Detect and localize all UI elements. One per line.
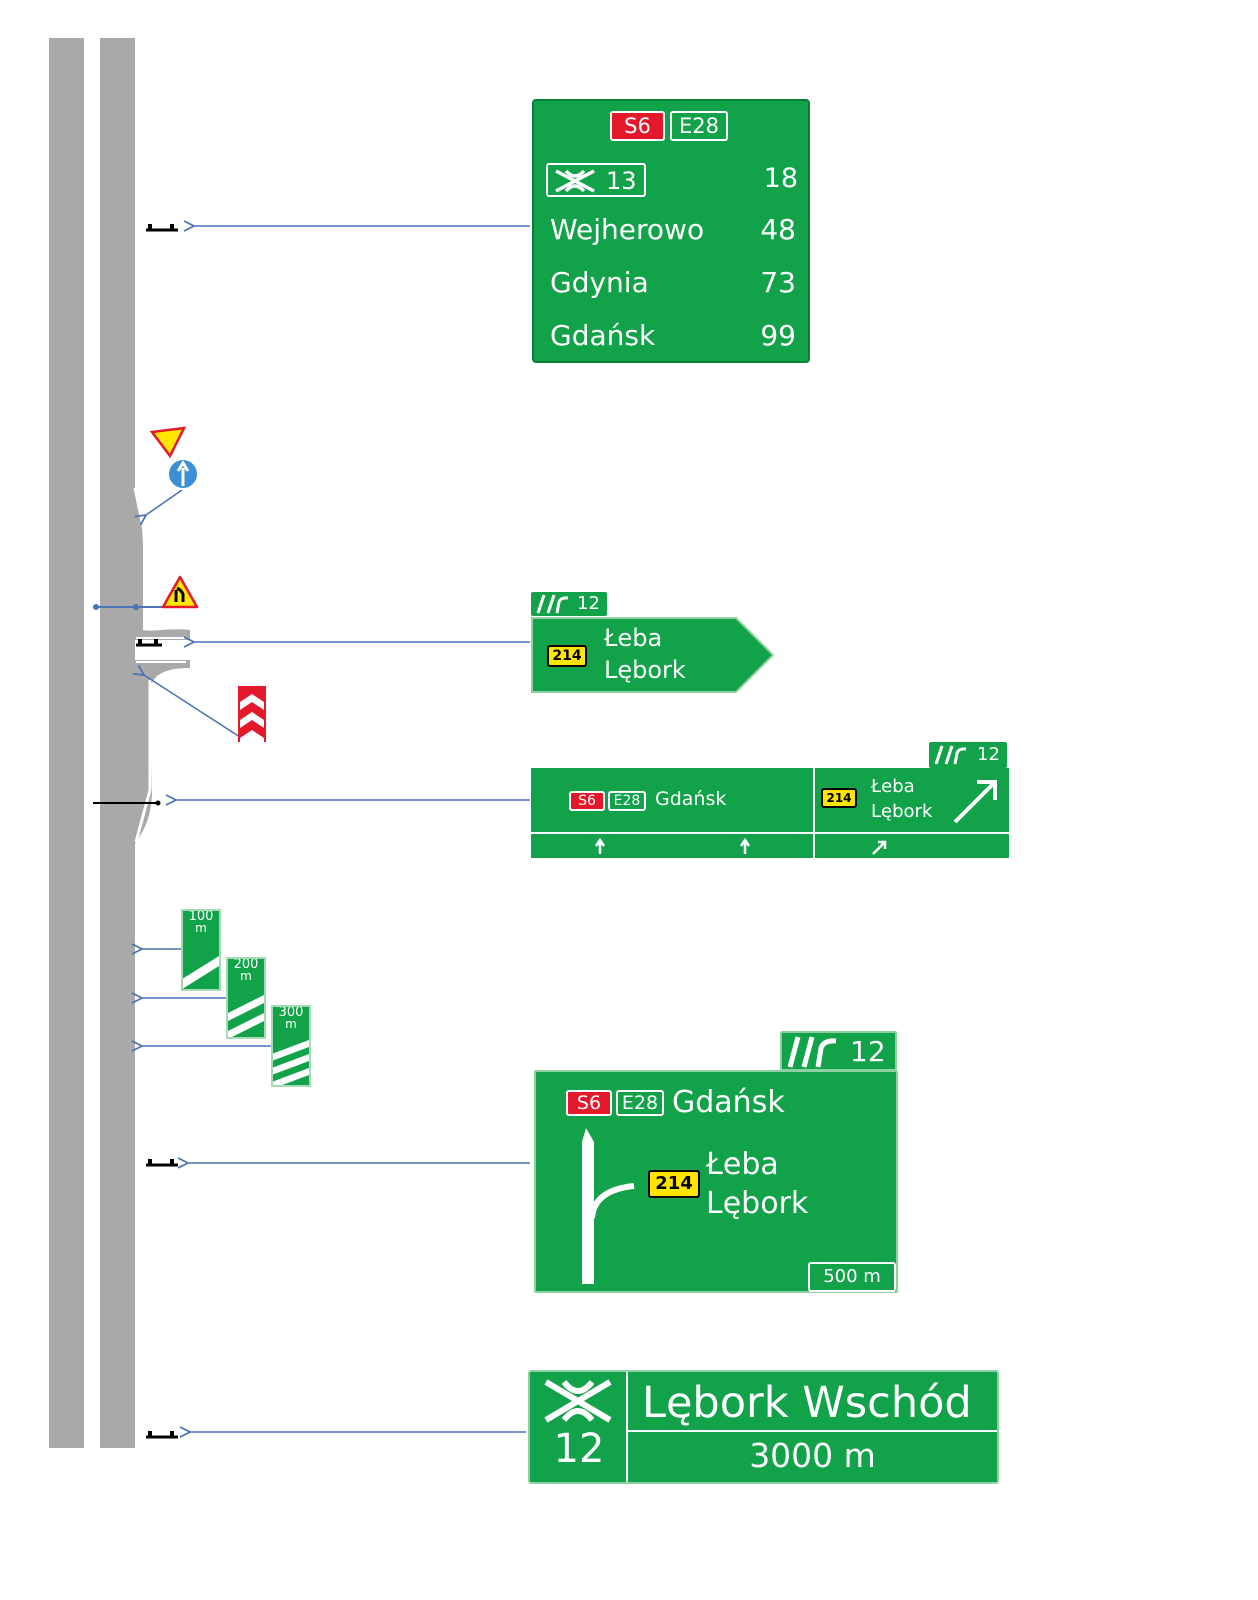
- exit-tab: 12: [929, 742, 1007, 768]
- route-214-badge: 214: [821, 788, 857, 808]
- motorway-junction-icon: [544, 1379, 612, 1423]
- destination-leba: Łeba: [604, 624, 663, 652]
- destination-row: Wejherowo 48: [550, 213, 796, 246]
- exit-icon: [787, 1036, 837, 1068]
- panel-divider: [628, 1430, 997, 1432]
- stripe-pattern: [183, 956, 219, 989]
- destination-gdansk: Gdańsk: [672, 1085, 785, 1120]
- destination-row: Gdańsk 99: [550, 319, 796, 352]
- destination-lebork: Lębork: [871, 801, 933, 822]
- exit-tab: 12: [780, 1031, 897, 1071]
- distance-value: 18: [763, 163, 798, 194]
- panel-divider: [626, 1372, 628, 1482]
- route-e28-badge: E28: [608, 791, 646, 811]
- bridge-edge: [136, 637, 186, 663]
- distance-sign: S6 E28 13 18 Wejherowo 48 Gdynia 73 Gdań…: [532, 99, 810, 363]
- merge-warning-sign: [161, 575, 199, 609]
- countdown-marker-300: 300 m: [271, 1005, 311, 1087]
- countdown-marker-100: 100 m: [181, 909, 221, 991]
- right-carriageway: [100, 38, 135, 1448]
- distance-value: 73: [760, 266, 796, 299]
- destination-name: Gdynia: [550, 266, 649, 299]
- slip-road-entry: [134, 485, 190, 640]
- diagonal-arrow-icon: [872, 840, 887, 855]
- yield-sign: [149, 426, 187, 459]
- distance-text: 3000 m: [749, 1436, 876, 1475]
- sign-post-marker: [146, 1431, 178, 1439]
- route-s6-badge: S6: [566, 1090, 612, 1116]
- countdown-number: 300: [278, 1005, 304, 1020]
- distance-value: 48: [760, 213, 796, 246]
- exit-number: 12: [577, 593, 600, 614]
- mandatory-direction-sign: [167, 458, 199, 490]
- route-e28-badge: E28: [616, 1090, 664, 1116]
- lane-line: [134, 789, 152, 843]
- exit-number: 12: [977, 744, 1000, 765]
- countdown-number: 200: [233, 957, 259, 972]
- junction-number: 13: [606, 167, 637, 195]
- route-s6-badge: S6: [610, 111, 665, 141]
- route-s6-badge: S6: [569, 791, 605, 811]
- countdown-number: 100: [188, 909, 214, 924]
- exit-tab: 12: [531, 592, 607, 616]
- distance-value: 99: [760, 319, 796, 352]
- connector-arrow: [144, 675, 244, 740]
- junction-number: 12: [553, 1426, 605, 1472]
- stripe-pattern: [273, 1040, 309, 1085]
- stripe-pattern: [228, 995, 264, 1037]
- sign-post-marker: [136, 639, 162, 647]
- motorway-junction-icon: [555, 169, 595, 193]
- junction-name: Lębork Wschód: [642, 1378, 972, 1428]
- exit-arrow-sign: [531, 617, 775, 693]
- gantry-post: [93, 604, 99, 610]
- advance-direction-sign: S6 E28 Gdańsk 214 Łeba Lębork 500 m: [534, 1070, 898, 1293]
- destination-name: Gdańsk: [550, 319, 656, 352]
- countdown-marker-200: 200 m: [226, 957, 266, 1039]
- junction-diagram-arrow: [582, 1128, 635, 1284]
- route-e28-badge: E28: [670, 111, 728, 141]
- junction-announcement-sign: 12 Lębork Wschód 3000 m: [528, 1370, 999, 1484]
- panel-divider: [813, 768, 815, 858]
- exit-number: 12: [850, 1035, 886, 1068]
- diagonal-arrow-icon: [953, 780, 997, 824]
- destination-gdansk: Gdańsk: [655, 788, 727, 810]
- countdown-unit: m: [285, 1017, 297, 1031]
- route-214-badge: 214: [547, 645, 587, 667]
- destination-leba: Łeba: [706, 1147, 779, 1182]
- gantry-sign: S6 E28 Gdańsk 214 Łeba Lębork: [531, 768, 1009, 858]
- countdown-unit: m: [240, 969, 252, 983]
- countdown-unit: m: [195, 921, 207, 935]
- destination-row: Gdynia 73: [550, 266, 796, 299]
- destination-leba: Łeba: [871, 776, 915, 797]
- route-214-badge: 214: [648, 1170, 700, 1198]
- destination-name: Wejherowo: [550, 213, 705, 246]
- straight-arrow-icon: [594, 837, 606, 854]
- straight-arrow-icon: [739, 837, 751, 854]
- chevron-marker-sign: [238, 686, 266, 742]
- sign-post-marker: [146, 1159, 178, 1167]
- gantry-post: [133, 604, 139, 610]
- gantry-end: [155, 800, 161, 806]
- destination-lebork: Lębork: [604, 656, 686, 684]
- exit-icon: [934, 745, 967, 765]
- lane-strip-divider: [531, 832, 1009, 834]
- left-carriageway: [49, 38, 84, 1448]
- sign-post-marker: [146, 224, 178, 232]
- lane-arrows: [594, 837, 887, 855]
- exit-icon: [536, 594, 569, 614]
- junction-box: 13: [546, 163, 646, 197]
- connector-arrow: [146, 489, 183, 515]
- distance-panel: 500 m: [808, 1262, 896, 1292]
- destination-lebork: Lębork: [706, 1186, 809, 1221]
